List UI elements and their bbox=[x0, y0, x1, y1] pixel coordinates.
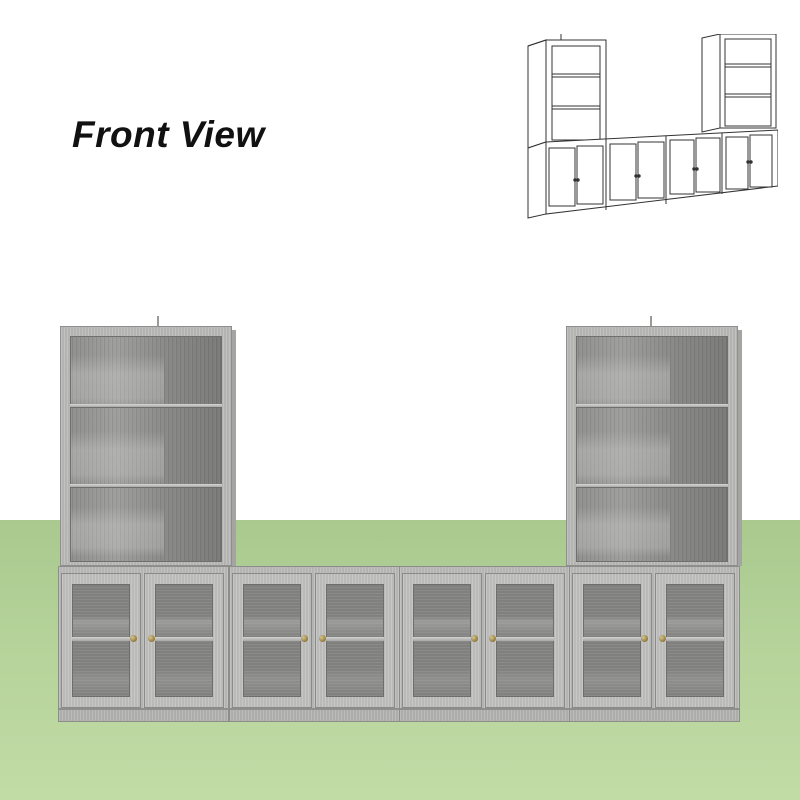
light-reflection bbox=[577, 354, 670, 409]
door-mullion bbox=[583, 637, 641, 641]
glass-door-right bbox=[655, 573, 735, 708]
door-mullion bbox=[72, 637, 130, 641]
glass-door-left bbox=[61, 573, 141, 708]
base-cabinet-2 bbox=[229, 566, 400, 722]
hutch-interior bbox=[70, 336, 222, 562]
glass-door-left bbox=[572, 573, 652, 708]
hutch-shelf bbox=[70, 404, 222, 408]
door-mullion bbox=[496, 637, 554, 641]
base-cabinet-row bbox=[58, 566, 740, 722]
knob-icon bbox=[301, 635, 308, 642]
line-drawing-perspective-icon bbox=[527, 33, 779, 219]
knob-icon bbox=[471, 635, 478, 642]
knob-icon bbox=[641, 635, 648, 642]
hutch-shelf bbox=[70, 484, 222, 488]
hutch-side-shadow bbox=[232, 330, 236, 566]
light-reflection bbox=[577, 507, 670, 557]
light-reflection bbox=[577, 431, 670, 485]
hutch-shelf bbox=[576, 484, 728, 488]
door-mullion bbox=[666, 637, 724, 641]
cabinet-plinth bbox=[400, 708, 569, 721]
light-reflection bbox=[71, 507, 164, 557]
cabinet-plinth bbox=[570, 708, 739, 721]
door-mullion bbox=[413, 637, 471, 641]
light-reflection bbox=[71, 431, 164, 485]
light-reflection bbox=[71, 354, 164, 409]
hutch-side-shadow bbox=[738, 330, 742, 566]
wall-anchor bbox=[157, 316, 159, 326]
door-mullion bbox=[243, 637, 301, 641]
knob-icon bbox=[148, 635, 155, 642]
knob-icon bbox=[489, 635, 496, 642]
knob-icon bbox=[130, 635, 137, 642]
knob-icon bbox=[319, 635, 326, 642]
view-title: Front View bbox=[72, 114, 265, 155]
line-drawing-inset bbox=[516, 33, 779, 220]
cabinet-plinth bbox=[59, 708, 228, 721]
wall-anchor bbox=[650, 316, 652, 326]
glass-door-right bbox=[315, 573, 395, 708]
glass-door-right bbox=[485, 573, 565, 708]
hutch-interior bbox=[576, 336, 728, 562]
glass-door-left bbox=[402, 573, 482, 708]
door-mullion bbox=[155, 637, 213, 641]
glass-door-left bbox=[232, 573, 312, 708]
base-cabinet-4 bbox=[569, 566, 740, 722]
glass-door-right bbox=[144, 573, 224, 708]
hutch-shelf bbox=[576, 404, 728, 408]
left-hutch-bookcase bbox=[60, 316, 236, 566]
cabinet-plinth bbox=[230, 708, 399, 721]
knob-icon bbox=[659, 635, 666, 642]
right-hutch-bookcase bbox=[566, 316, 742, 566]
base-cabinet-3 bbox=[399, 566, 570, 722]
base-cabinet-1 bbox=[58, 566, 229, 722]
door-mullion bbox=[326, 637, 384, 641]
